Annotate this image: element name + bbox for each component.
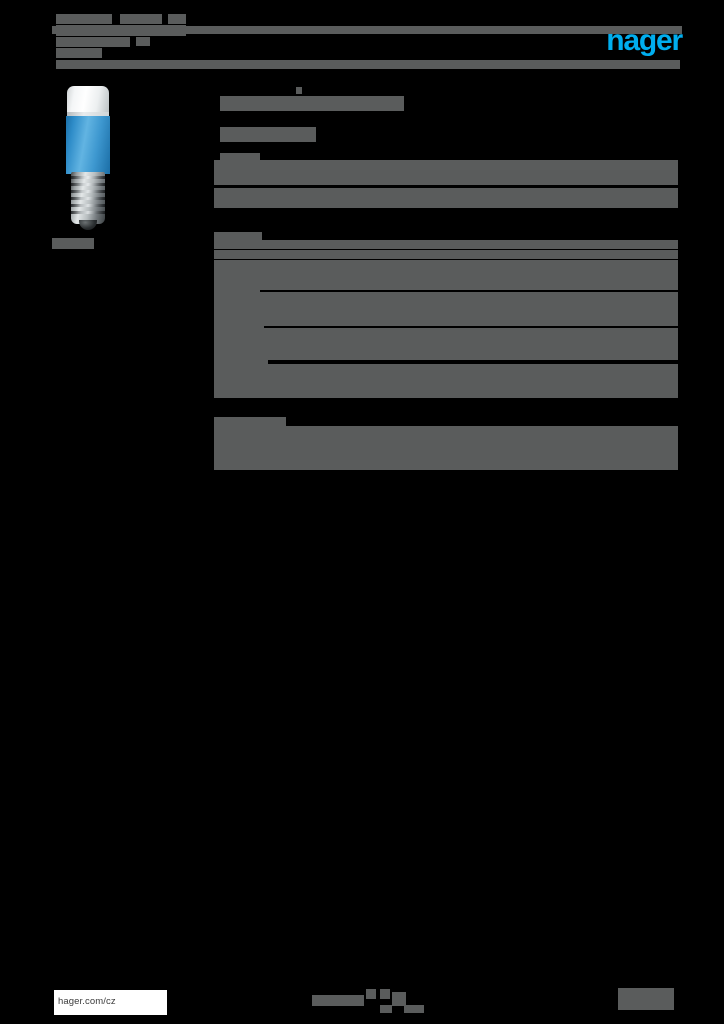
- thread-ridge: [71, 176, 105, 179]
- footer-url-box: [54, 990, 167, 1015]
- table-2-row-4: [214, 292, 678, 326]
- lamp-screw-base: [71, 172, 105, 224]
- product-name-line-2: [56, 37, 130, 47]
- product-reference: [56, 14, 112, 24]
- table-2-row-1-value: [252, 242, 634, 246]
- section-heading-description: [296, 87, 302, 94]
- product-image-caption: [52, 238, 94, 249]
- footer-page-info-6: [404, 1005, 424, 1013]
- lamp-body: [66, 116, 110, 174]
- lamp-contact-tip: [79, 220, 97, 230]
- table-2-row-2: [214, 250, 678, 259]
- thread-ridge: [71, 204, 105, 207]
- section-heading-range: [220, 127, 316, 142]
- footer-page-info-4: [392, 992, 406, 1006]
- footer-url-label[interactable]: hager.com/cz: [58, 996, 116, 1007]
- footer-page-info-2: [366, 989, 376, 999]
- header-divider: [56, 60, 680, 69]
- table-2-row-4-label: [214, 286, 260, 294]
- footer-divider: [52, 26, 682, 34]
- product-reference-3: [168, 14, 186, 24]
- thread-ridge: [71, 197, 105, 200]
- product-subtitle: [136, 37, 150, 46]
- footer-page-number: [640, 996, 658, 1006]
- table-2-row-6: [214, 364, 678, 398]
- table-3-caption: [214, 417, 286, 426]
- product-name-line-3: [56, 48, 102, 58]
- led-lamp-illustration: [66, 86, 110, 236]
- thread-ridge: [71, 190, 105, 193]
- table-1-row-2-label: [214, 188, 300, 198]
- thread-ridge: [71, 211, 105, 214]
- product-reference-2: [120, 14, 162, 24]
- footer-page-info-3: [380, 989, 390, 999]
- table-3-block: [214, 426, 678, 470]
- table-2-row-3-value: [244, 264, 626, 268]
- table-2-row-5-label: [214, 322, 264, 330]
- table-1-row-1: [214, 160, 678, 185]
- table-2-row-5: [214, 328, 678, 360]
- description-text-line: [220, 96, 404, 111]
- product-image: [52, 86, 128, 249]
- table-1-row-1-label: [214, 160, 284, 185]
- footer-page-info-5: [380, 1005, 392, 1013]
- thread-ridge: [71, 183, 105, 186]
- table-1-row-2: [214, 188, 678, 208]
- table-1-caption: [220, 153, 260, 160]
- table-2-row-6-label: [214, 358, 268, 366]
- table-2-caption: [214, 232, 262, 240]
- lamp-cap-rim: [67, 112, 109, 116]
- footer-page-info-1: [312, 995, 364, 1006]
